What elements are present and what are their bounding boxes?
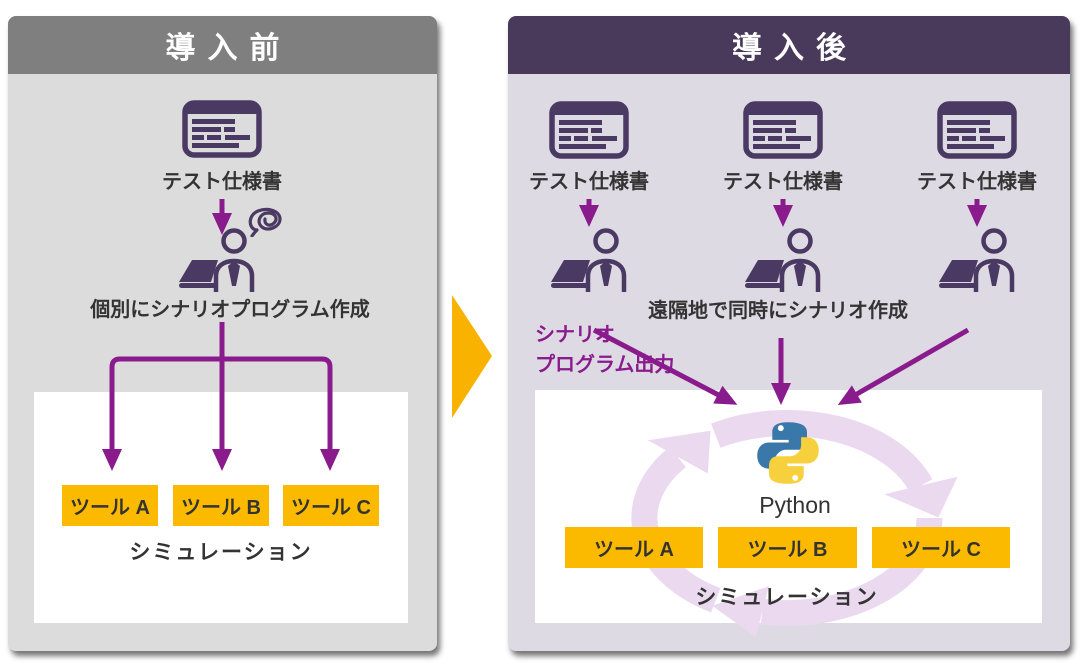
python-logo-icon (757, 422, 819, 484)
person-at-laptop-icon (745, 228, 821, 292)
after-sim-label: シミュレーション (695, 586, 879, 609)
after-tool-b-box: ツール B (718, 527, 857, 568)
before-tool-a-box: ツール A (62, 485, 158, 526)
person-at-laptop-icon (551, 228, 627, 292)
before-panel: 導入前 テスト仕様書 (8, 16, 437, 651)
after-tool-c-box: ツール C (872, 527, 1010, 568)
after-caption: 遠隔地で同時にシナリオ作成 (648, 300, 908, 322)
scenario-output-line2: プログラム出力 (535, 354, 675, 376)
before-panel-header: 導入前 (8, 16, 437, 74)
confusion-scribble-icon (248, 207, 282, 237)
test-spec-document-icon (549, 101, 629, 159)
after-doc-label-3: テスト仕様書 (917, 171, 1037, 193)
test-spec-document-icon (937, 101, 1017, 159)
before-caption: 個別にシナリオプログラム作成 (90, 299, 370, 321)
before-panel-title: 導入前 (165, 32, 292, 65)
after-doc-label-1: テスト仕様書 (529, 171, 649, 193)
before-tool-c-box: ツール C (283, 485, 379, 526)
test-spec-document-icon (182, 100, 262, 158)
transition-arrow-icon (452, 295, 492, 418)
person-at-laptop-icon (939, 228, 1015, 292)
before-tool-b-box: ツール B (173, 485, 269, 526)
after-panel-header: 導入後 (508, 16, 1070, 74)
before-doc-label: テスト仕様書 (162, 171, 282, 193)
after-panel-title: 導入後 (732, 32, 858, 65)
scenario-output-line1: シナリオ (535, 324, 615, 346)
scenario-output-label: シナリオ プログラム出力 (535, 320, 674, 380)
after-panel: 導入後 (508, 16, 1070, 651)
python-label: Python (759, 492, 831, 518)
before-sim-label: シミュレーション (129, 541, 313, 564)
after-tool-a-box: ツール A (565, 527, 703, 568)
test-spec-document-icon (743, 101, 823, 159)
after-doc-label-2: テスト仕様書 (723, 171, 843, 193)
person-at-laptop-icon (179, 228, 255, 292)
